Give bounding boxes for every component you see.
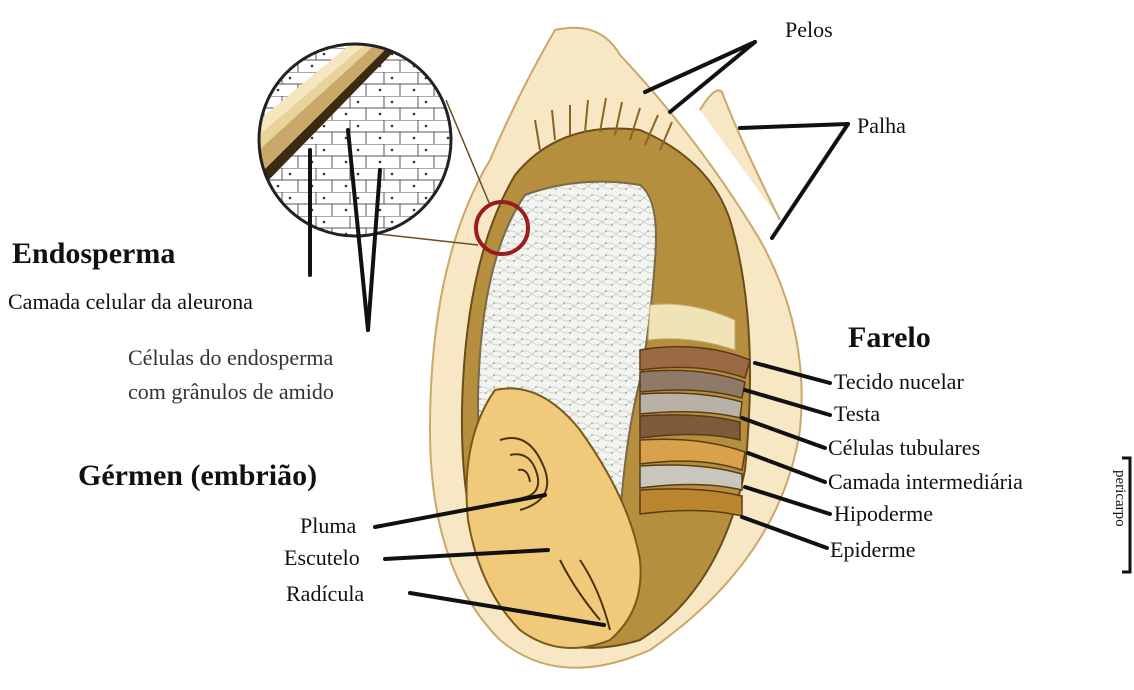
label-camada-intermediaria: Camada intermediária bbox=[828, 470, 1023, 494]
label-aleurona: Camada celular da aleurona bbox=[8, 290, 253, 314]
label-pluma: Pluma bbox=[300, 514, 356, 538]
label-pelos: Pelos bbox=[785, 18, 833, 42]
label-pericarpo: pericarpo bbox=[1111, 470, 1128, 527]
label-palha: Palha bbox=[857, 114, 906, 138]
label-endosperma: Endosperma bbox=[12, 238, 175, 270]
label-hipoderme: Hipoderme bbox=[834, 502, 933, 526]
label-radicula: Radícula bbox=[286, 582, 364, 606]
label-farelo: Farelo bbox=[848, 322, 931, 354]
label-celulas-tubulares: Células tubulares bbox=[828, 436, 980, 460]
label-testa: Testa bbox=[834, 402, 880, 426]
label-celulas-endosperma-2: com grânulos de amido bbox=[128, 380, 334, 404]
label-tecido-nucelar: Tecido nucelar bbox=[834, 370, 964, 394]
label-celulas-endosperma-1: Células do endosperma bbox=[128, 346, 333, 370]
label-germen: Gérmen (embrião) bbox=[78, 460, 317, 492]
label-escutelo: Escutelo bbox=[284, 546, 360, 570]
label-epiderme: Epiderme bbox=[830, 538, 916, 562]
